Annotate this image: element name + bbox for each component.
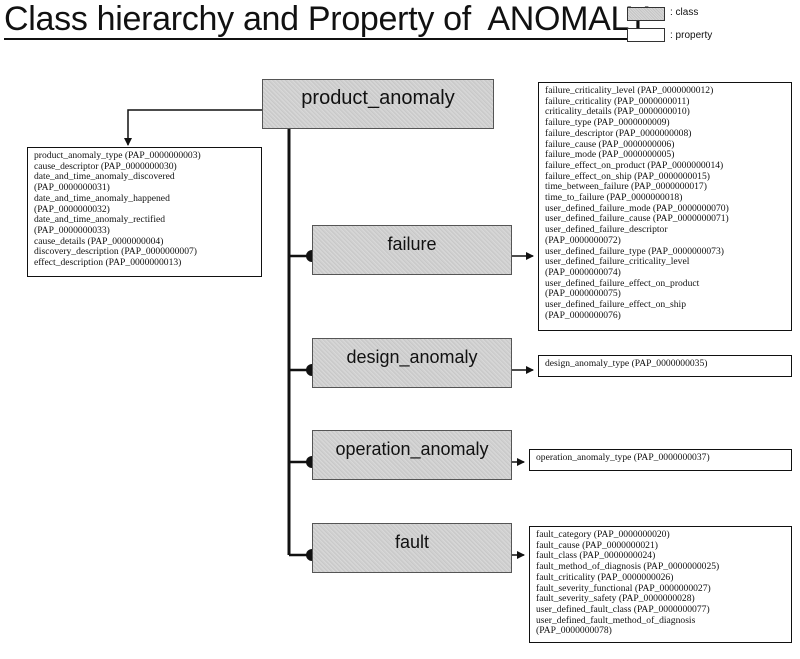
- property-item: cause_details (PAP_0000000004): [34, 235, 164, 247]
- class-label: product_anomaly: [301, 87, 455, 109]
- class-label: fault: [394, 532, 430, 552]
- legend-class-label: : class: [670, 7, 699, 18]
- property-item: (PAP_0000000033): [34, 224, 110, 236]
- property-item: date_and_time_anomaly_rectified: [34, 214, 166, 226]
- property-item: design_anomaly_type (PAP_0000000035): [545, 358, 708, 369]
- property-item: failure_criticality_level (PAP_000000001…: [545, 85, 714, 96]
- property-box-design-anomaly: design_anomaly_type (PAP_0000000035): [538, 355, 792, 377]
- property-item: fault_category (PAP_0000000020): [536, 529, 670, 540]
- property-item: user_defined_failure_type (PAP_000000007…: [545, 245, 724, 257]
- property-item: fault_severity_functional (PAP_000000002…: [536, 582, 711, 594]
- property-item: user_defined_failure_descriptor: [545, 224, 668, 236]
- property-item: cause_descriptor (PAP_0000000030): [34, 160, 177, 172]
- legend-class-swatch: [627, 7, 665, 21]
- property-item: product_anomaly_type (PAP_0000000003): [34, 150, 201, 161]
- property-item: failure_effect_on_ship (PAP_0000000015): [545, 170, 710, 182]
- property-item: failure_type (PAP_0000000009): [545, 117, 670, 129]
- property-item: fault_class (PAP_0000000024): [536, 550, 656, 562]
- class-label: failure: [387, 234, 437, 254]
- property-item: fault_method_of_diagnosis (PAP_000000002…: [536, 561, 720, 573]
- class-product-anomaly: product_anomaly: [262, 79, 494, 129]
- property-item: failure_criticality (PAP_0000000011): [545, 95, 690, 107]
- property-item: effect_description (PAP_0000000013): [34, 257, 182, 269]
- property-item: user_defined_failure_effect_on_ship: [545, 299, 687, 311]
- property-item: user_defined_failure_cause (PAP_00000000…: [545, 213, 729, 225]
- class-label: operation_anomaly: [335, 439, 489, 459]
- property-item: (PAP_0000000074): [545, 266, 621, 278]
- property-item: user_defined_fault_method_of_diagnosis: [536, 614, 696, 626]
- class-label: design_anomaly: [346, 347, 478, 367]
- property-item: (PAP_0000000076): [545, 309, 621, 321]
- property-item: user_defined_failure_criticality_level: [545, 256, 690, 268]
- property-item: (PAP_0000000032): [34, 203, 110, 215]
- property-item: time_between_failure (PAP_0000000017): [545, 181, 707, 193]
- property-box-fault: fault_category (PAP_0000000020) fault_ca…: [529, 526, 792, 643]
- property-item: failure_mode (PAP_0000000005): [545, 149, 675, 161]
- legend-property-swatch: [627, 28, 665, 42]
- legend-property-label: : property: [670, 30, 713, 41]
- class-failure: failure: [312, 225, 512, 275]
- property-item: time_to_failure (PAP_0000000018): [545, 192, 683, 204]
- root-property-link: [124, 109, 262, 146]
- property-item: discovery_description (PAP_0000000007): [34, 246, 197, 258]
- property-box-product-anomaly: product_anomaly_type (PAP_0000000003) ca…: [27, 147, 262, 277]
- property-item: date_and_time_anomaly_happened: [34, 192, 170, 204]
- property-item: failure_effect_on_product (PAP_000000001…: [545, 159, 724, 171]
- property-item: (PAP_0000000031): [34, 182, 110, 194]
- property-item: fault_severity_safety (PAP_0000000028): [536, 593, 695, 605]
- page-title: Class hierarchy and Property of ANOMALY: [4, 0, 649, 40]
- property-item: (PAP_0000000072): [545, 234, 621, 246]
- property-item: failure_descriptor (PAP_0000000008): [545, 127, 692, 139]
- property-item: operation_anomaly_type (PAP_0000000037): [536, 452, 710, 463]
- class-operation-anomaly: operation_anomaly: [312, 430, 512, 480]
- class-fault: fault: [312, 523, 512, 573]
- property-box-failure: failure_criticality_level (PAP_000000001…: [538, 82, 792, 331]
- property-item: (PAP_0000000075): [545, 288, 621, 300]
- property-box-operation-anomaly: operation_anomaly_type (PAP_0000000037): [529, 449, 792, 471]
- property-item: date_and_time_anomaly_discovered: [34, 171, 175, 183]
- class-design-anomaly: design_anomaly: [312, 338, 512, 388]
- property-item: user_defined_failure_mode (PAP_000000007…: [545, 202, 729, 214]
- property-item: failure_cause (PAP_0000000006): [545, 138, 675, 150]
- property-item: fault_criticality (PAP_0000000026): [536, 571, 674, 583]
- property-item: (PAP_0000000078): [536, 625, 612, 637]
- property-item: fault_cause (PAP_0000000021): [536, 539, 658, 551]
- property-item: user_defined_failure_effect_on_product: [545, 277, 700, 289]
- property-item: user_defined_fault_class (PAP_0000000077…: [536, 603, 710, 615]
- property-item: criticality_details (PAP_0000000010): [545, 106, 690, 118]
